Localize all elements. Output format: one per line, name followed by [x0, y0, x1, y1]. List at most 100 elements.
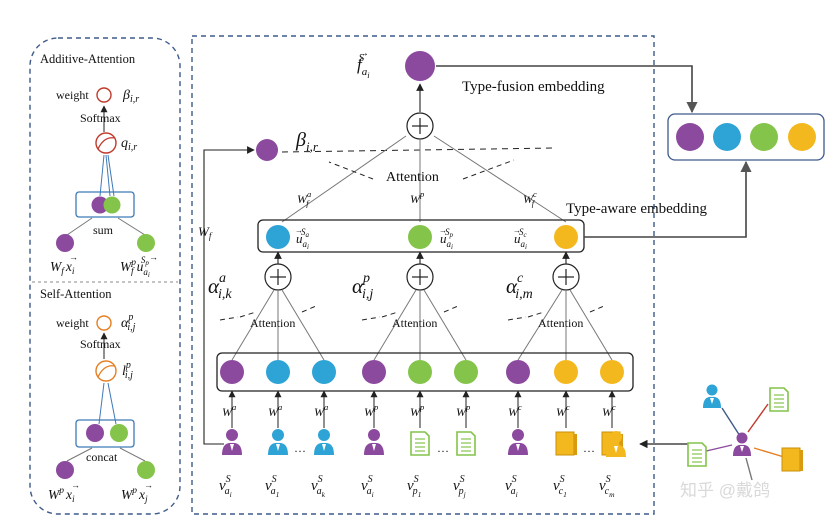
bottom-weight-label-7: Wc: [556, 402, 570, 419]
graph-author-blue-icon: [703, 384, 721, 408]
self-input-right: [137, 461, 155, 479]
fused-embedding-box: [667, 113, 825, 161]
neighbor-nodes: [220, 360, 624, 384]
additive-input-right: [137, 234, 155, 252]
fused-node-blue: [713, 123, 741, 151]
neighbor-node-6: [506, 360, 530, 384]
bottom-weight-label-0: Wa: [222, 402, 236, 419]
wf-label: Wf: [198, 224, 213, 241]
bottom-weight-label-1: Wa: [268, 402, 282, 419]
lower-attention-label-1: Attention: [392, 316, 437, 330]
output-vector-arrow: →: [359, 48, 369, 59]
additive-score-curve-icon: [97, 137, 116, 150]
bottom-weight-label-8: Wc: [602, 402, 616, 419]
embed-label-1: uaiSp: [440, 227, 453, 251]
type-fusion-label: Type-fusion embedding: [462, 79, 605, 95]
watermark: 知乎 @戴鸽: [680, 481, 770, 500]
left-panel-frame: [29, 37, 181, 515]
neighbor-node-8: [600, 360, 624, 384]
embed-node-conf: [554, 225, 578, 249]
additive-combine-box: [75, 191, 135, 218]
ellipsis-0: ···: [294, 444, 306, 458]
neighbor-embedding-box: [216, 352, 634, 392]
additive-score-symbol: qi,r: [121, 136, 137, 153]
graph-conference-icon: [781, 447, 803, 472]
embed-labels: uaiSa→uaiSp→uaiSc→: [295, 226, 527, 251]
neighbor-node-0: [220, 360, 244, 384]
paper-icon-1: [410, 431, 430, 456]
self-attention-title: Self-Attention: [40, 287, 112, 301]
self-combine-box: [75, 419, 135, 448]
additive-attention-title: Additive-Attention: [40, 52, 136, 66]
graph-author-center-icon: [733, 432, 751, 456]
embed-vector-arrow-0: →: [295, 226, 303, 235]
neighbor-node-2: [312, 360, 336, 384]
lower-attention-label-0: Attention: [250, 316, 295, 330]
additive-weight-symbol: βi,r: [122, 88, 139, 105]
self-weight-label: weight: [56, 316, 89, 330]
additive-combine-label: sum: [93, 223, 114, 237]
wf-connector: [203, 146, 255, 445]
bottom-weight-label-6: Wc: [508, 402, 522, 419]
fusion-to-fused-arrow: [436, 65, 698, 114]
additive-input-left-arrow: →: [69, 252, 78, 262]
fused-node-yellow: [788, 123, 816, 151]
graph-paper-top-icon: [769, 387, 789, 412]
neighbor-node-3: [362, 360, 386, 384]
aware-to-fused-arrow: [584, 160, 752, 238]
self-input-left: [56, 461, 74, 479]
beta-label: βi,r: [295, 129, 319, 154]
top-attention-label: Attention: [386, 170, 439, 185]
left-panel: Additive-Attention weight βi,r Softmax q…: [29, 37, 181, 515]
neighbor-node-5: [454, 360, 478, 384]
beta-node: [256, 139, 278, 161]
neighbor-node-1: [266, 360, 290, 384]
self-combine-label: concat: [86, 450, 118, 464]
output-node: [405, 51, 435, 81]
bottom-weight-label-4: Wp: [410, 402, 424, 419]
lower-attention-label-2: Attention: [538, 316, 583, 330]
bottom-weight-label-3: Wp: [364, 402, 378, 419]
author-icon-0: [222, 429, 242, 455]
lower-attention: Attention Attention Attention: [219, 289, 613, 361]
bottom-weight-label-5: Wp: [456, 402, 470, 419]
output-label: faiS: [357, 52, 370, 80]
embed-vector-arrow-1: →: [439, 226, 447, 235]
author-icon-4: [508, 429, 528, 455]
conference-icon-1: [555, 431, 577, 456]
main-panel-frame: [191, 35, 655, 515]
fused-embedding-group: [436, 65, 825, 238]
self-combine-purple: [86, 424, 104, 442]
neighbor-node-7: [554, 360, 578, 384]
embed-label-0: uaiSa: [296, 227, 309, 251]
additive-softmax-label: Softmax: [80, 111, 121, 125]
author-icon-3: [364, 429, 384, 455]
self-weight-node: [96, 315, 112, 331]
self-input-left-arrow: →: [71, 480, 80, 490]
type-plus-nodes: [264, 251, 580, 291]
main-panel: faiS → Type-fusion embedding βi,r Attent…: [191, 35, 707, 515]
author-icon-1: [268, 429, 288, 455]
conference-person-icon: [606, 431, 626, 457]
self-score-curve-icon: [97, 365, 116, 378]
additive-input-right-arrow: →: [149, 252, 158, 262]
ellipsis-1: ···: [437, 444, 449, 458]
additive-combine-purple: [91, 196, 109, 214]
additive-weight-node: [96, 87, 112, 103]
